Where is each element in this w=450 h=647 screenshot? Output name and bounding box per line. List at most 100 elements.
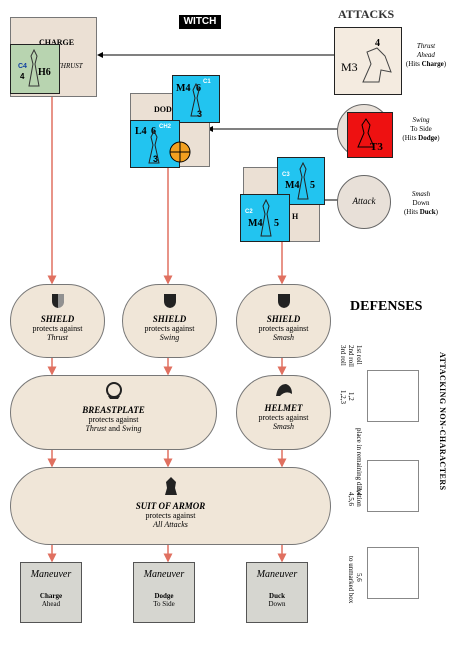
m4-c3-counter-code: C3 — [282, 172, 290, 178]
l4-ch2-counter-left: L4 — [135, 126, 147, 137]
shield-smash-oval: SHIELD protects against Smash — [236, 284, 331, 358]
helmet-name: HELMET — [264, 403, 303, 413]
nonchar-r456: 4,5,6 — [347, 492, 355, 506]
c4-counter-top: 4 — [20, 72, 25, 81]
attack-thrust-dir: Ahead — [417, 51, 435, 59]
m4-c1-counter-bottom: 3 — [197, 109, 203, 119]
attack-thrust-note: Thrust Ahead (Hits Charge) — [404, 42, 448, 69]
attack-swing-target: Dodge — [418, 134, 438, 142]
breastplate-what-b: Swing — [121, 424, 142, 433]
nonchar-box-2[interactable] — [367, 460, 419, 512]
nonchar-roll2: 2nd roll — [347, 345, 355, 367]
attack-circle-label: Attack — [352, 196, 376, 206]
maneuver-dodge-title: Maneuver — [143, 569, 185, 580]
lancer-figure-icon — [148, 129, 160, 164]
shield-thrust-oval: SHIELD protects against Thrust — [10, 284, 105, 358]
suit-of-armor-oval: SUIT OF ARMOR protects against All Attac… — [10, 467, 331, 545]
shield-icon — [51, 294, 64, 308]
shield-smash-protects: protects against — [258, 324, 309, 333]
nonchar-r56: 5,6 — [355, 573, 363, 582]
target-marker-icon[interactable] — [169, 141, 191, 163]
rogue-figure-icon — [260, 198, 272, 237]
breastplate-what-a: Thrust — [85, 424, 107, 433]
shield-smash-name: SHIELD — [266, 314, 301, 324]
helmet-oval: HELMET protects against Smash — [236, 375, 331, 450]
beast-figure-icon — [362, 47, 392, 83]
attack-thrust-close: ) — [443, 60, 447, 68]
maneuver-dodge-line1: Dodge — [154, 592, 174, 600]
m4-c2-counter-code: C2 — [245, 209, 253, 215]
defenses-heading: DEFENSES — [350, 299, 423, 314]
shield-smash-what: Smash — [273, 333, 294, 342]
nonchar-place: place in remaining direction — [355, 428, 363, 507]
maneuver-duck-title: Maneuver — [256, 569, 298, 580]
warrior-figure-icon — [190, 82, 202, 117]
m3-counter-top: 4 — [375, 38, 380, 49]
helmet-protects: protects against — [258, 413, 309, 422]
attack-smash-note: Smash Down (Hits Duck) — [396, 190, 446, 217]
shield-icon — [277, 294, 290, 308]
shield-thrust-what: Thrust — [47, 333, 68, 342]
nonchar-header: ATTACKING NON-CHARACTERS — [438, 352, 447, 491]
shield-thrust-name: SHIELD — [40, 314, 75, 324]
attack-smash-hits: (Hits — [403, 208, 420, 216]
l4-ch2-counter[interactable]: CH2 L4 6 3 — [130, 120, 180, 168]
nonchar-r123: 1,2,3 — [339, 390, 347, 404]
maneuver-charge-title: Maneuver — [30, 569, 72, 580]
attack-smash-close: ) — [435, 208, 439, 216]
m4-c2-counter[interactable]: C2 M4 5 — [240, 194, 290, 242]
nonchar-unmarked: to unmarked box — [347, 556, 355, 604]
attack-smash-name: Smash — [411, 190, 431, 198]
duck-box-label: H — [292, 212, 299, 221]
attack-smash-dir: Down — [412, 199, 430, 207]
t3-counter-code: T3 — [370, 141, 383, 153]
shield-icon — [163, 294, 176, 308]
c4-character-counter[interactable]: C4 4 H6 — [10, 44, 60, 94]
attack-swing-close: ) — [437, 134, 440, 142]
attack-smash-target: Duck — [419, 208, 436, 216]
shield-swing-oval: SHIELD protects against Swing — [122, 284, 217, 358]
m3-counter-left: M3 — [341, 60, 358, 74]
maneuver-dodge-line2: To Side — [153, 600, 175, 608]
maneuver-duck-box: Maneuver Duck Down — [246, 562, 308, 623]
shield-swing-name: SHIELD — [152, 314, 187, 324]
witch-title-tag: WITCH — [179, 15, 221, 29]
nonchar-box-3[interactable] — [367, 547, 419, 599]
c4-counter-bottom: H6 — [38, 67, 51, 78]
attack-thrust-hits: (Hits — [405, 60, 422, 68]
dodge-box-label: DOD — [154, 105, 172, 114]
c4-counter-code: C4 — [18, 63, 27, 70]
m4-c1-counter[interactable]: C1 M4 6 3 — [172, 75, 220, 123]
suit-protects: protects against — [145, 511, 196, 520]
shield-swing-what: Swing — [159, 333, 180, 342]
attack-thrust-target: Charge — [421, 60, 444, 68]
helmet-icon — [275, 384, 292, 396]
attack-thrust-name: Thrust — [416, 42, 436, 50]
attack-swing-dir: To Side — [410, 125, 432, 133]
m4-c2-counter-left: M4 — [248, 218, 263, 229]
breastplate-protects: protects against — [88, 415, 139, 424]
m4-c3-counter-right: 5 — [310, 180, 315, 191]
thrust-box-label: THRUST — [57, 62, 83, 70]
nonchar-roll3: 3rd roll — [339, 345, 347, 366]
charge-box-label: CHARGE — [39, 38, 75, 47]
nonchar-box-1[interactable] — [367, 370, 419, 422]
m3-monster-counter[interactable]: 4 M3 — [334, 27, 402, 95]
breastplate-name: BREASTPLATE — [82, 405, 145, 415]
breastplate-and: and — [106, 424, 122, 433]
shield-thrust-protects: protects against — [32, 324, 83, 333]
maneuver-charge-line1: Charge — [39, 592, 63, 600]
t3-counter[interactable]: T3 — [347, 112, 393, 158]
suit-of-armor-icon — [164, 477, 177, 495]
nonchar-r12: 1,2 — [347, 392, 355, 401]
l4-ch2-counter-bottom: 3 — [153, 154, 159, 164]
attack-swing-name: Swing — [412, 116, 430, 124]
attack-swing-hits: (Hits — [402, 134, 419, 142]
maneuver-charge-box: Maneuver Charge Ahead — [20, 562, 82, 623]
shield-swing-protects: protects against — [144, 324, 195, 333]
maneuver-duck-line1: Duck — [269, 592, 285, 600]
mage-figure-icon — [297, 161, 309, 200]
m4-c2-counter-right: 5 — [274, 218, 279, 229]
